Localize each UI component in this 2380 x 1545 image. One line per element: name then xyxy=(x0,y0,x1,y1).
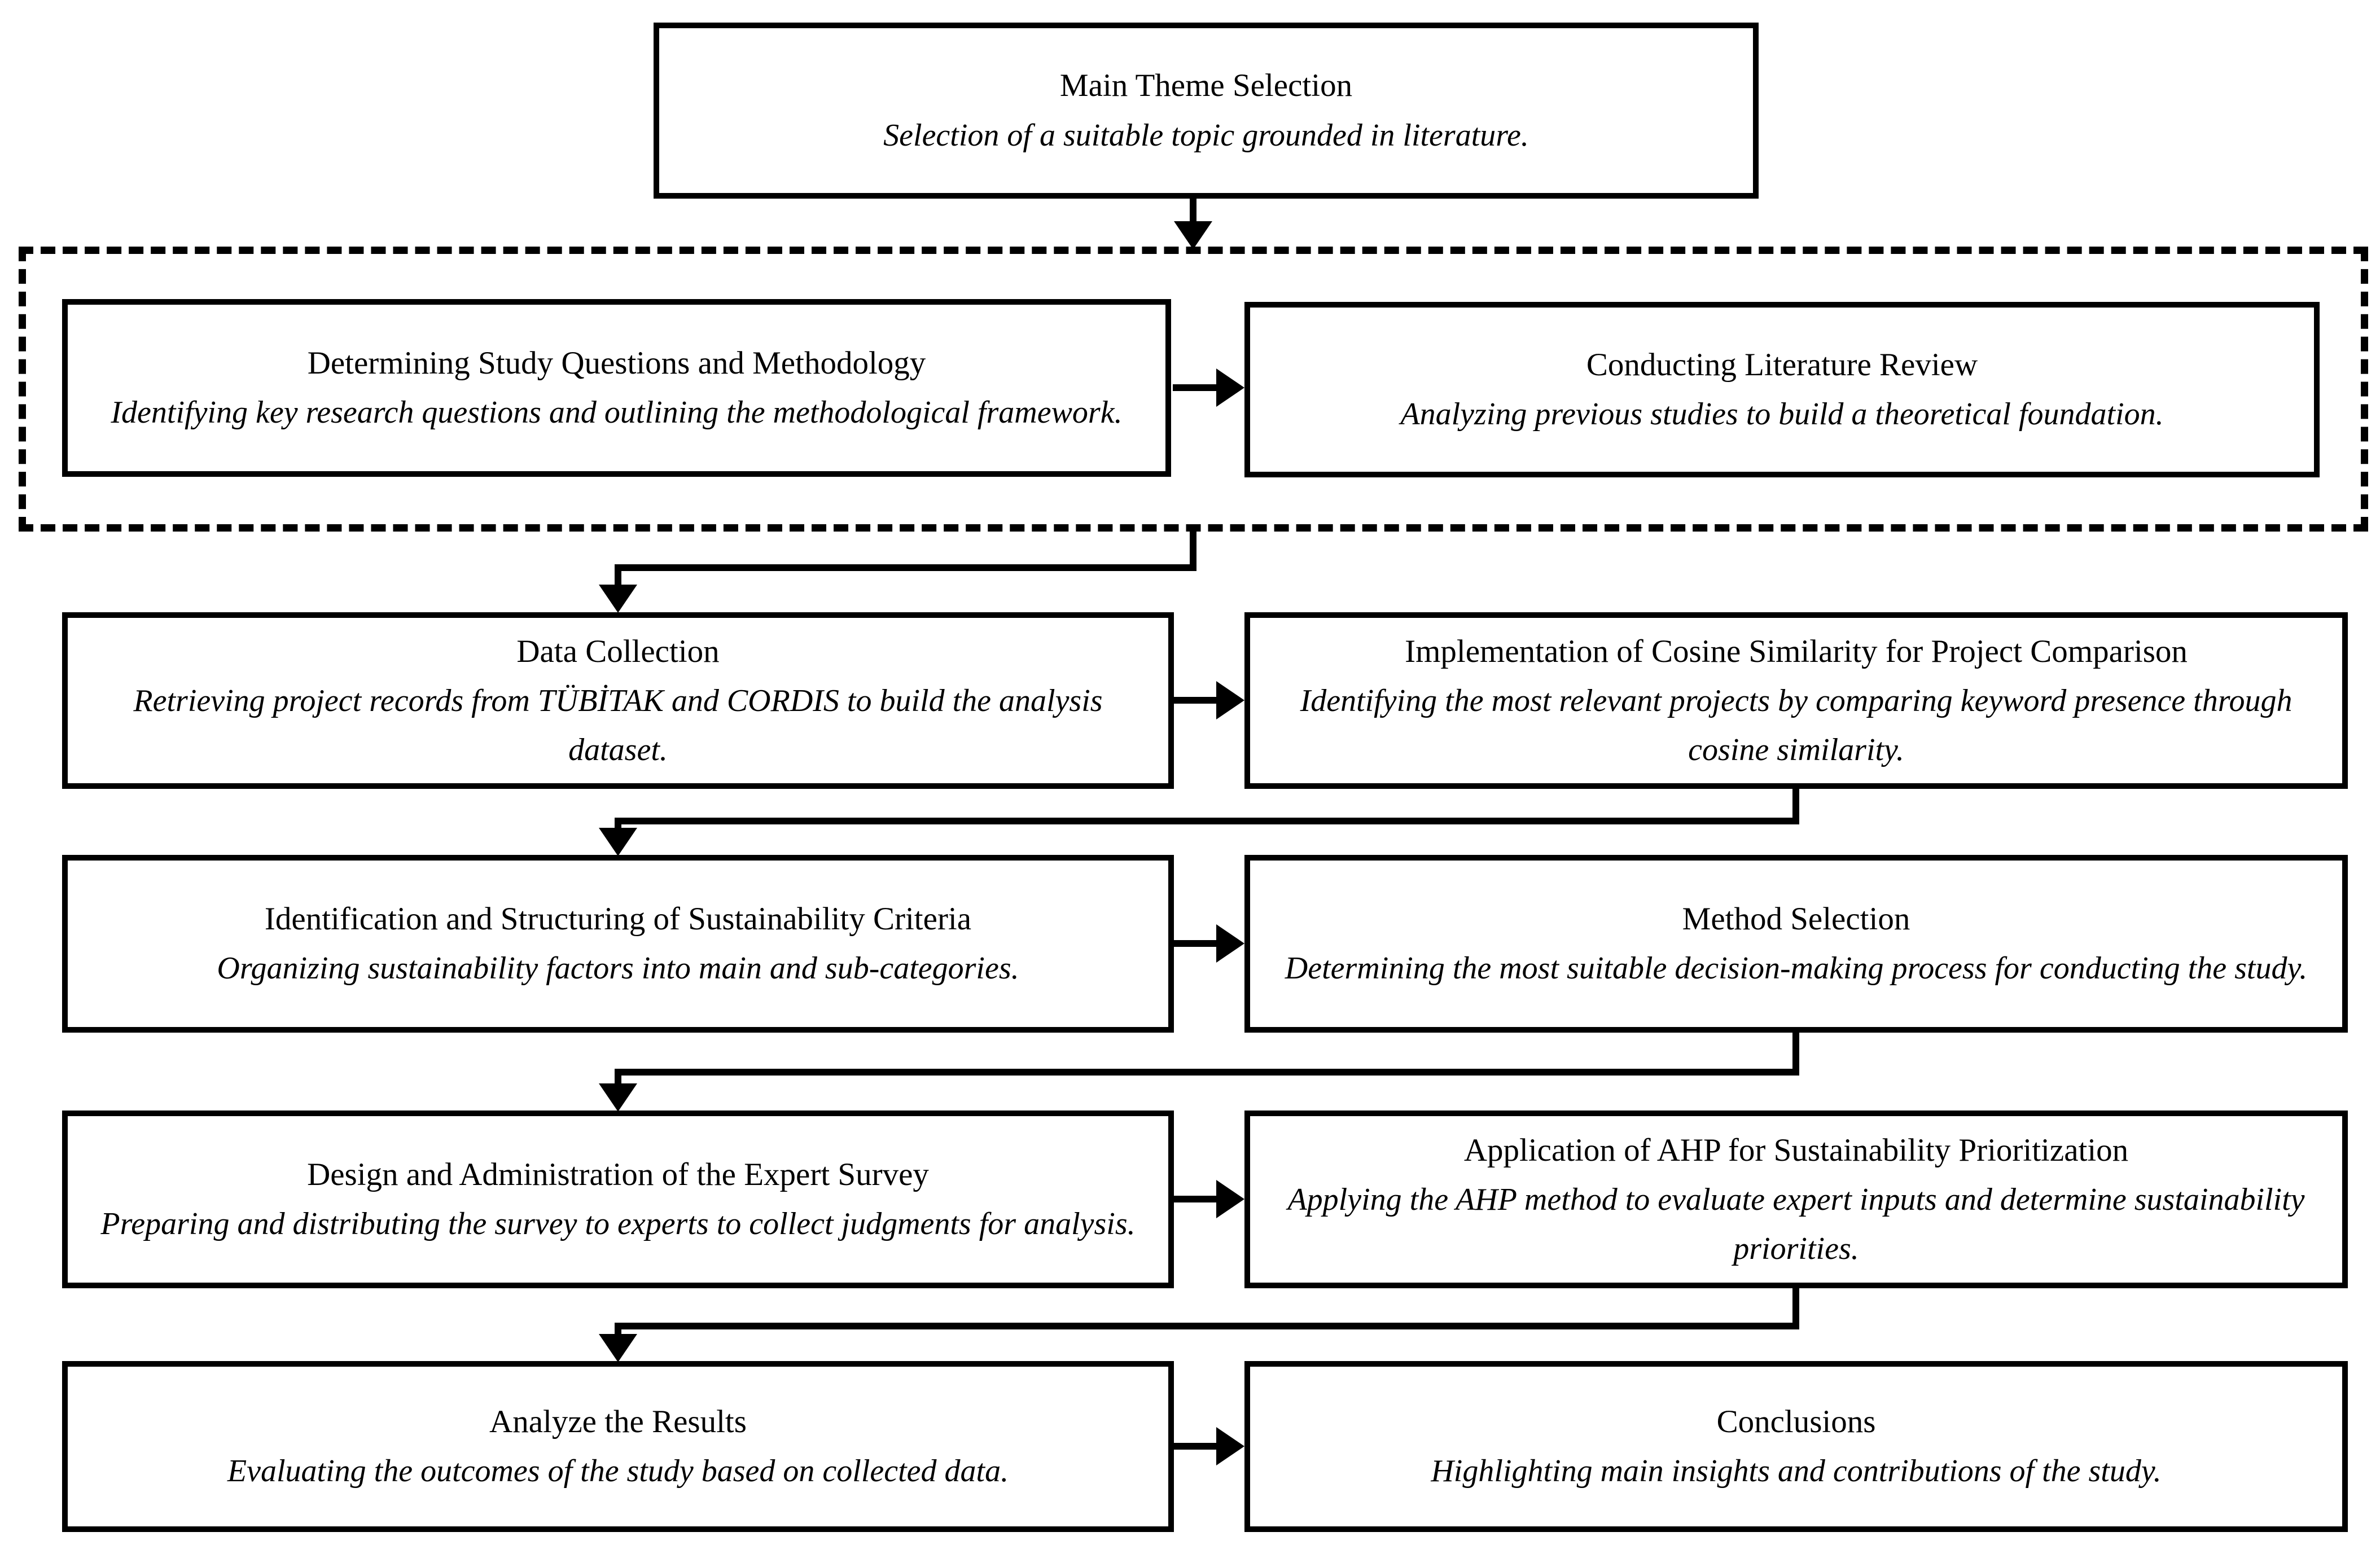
flow-box-subtitle: Preparing and distributing the survey to… xyxy=(100,1206,1136,1242)
connector-group-to-data-horizontal-line xyxy=(615,564,1196,571)
flow-box-subtitle: Identifying the most relevant projects b… xyxy=(1300,683,2293,767)
connector-method-to-survey-drop-line xyxy=(1792,1033,1799,1076)
flow-box-conclusions: Conclusions Highlighting main insights a… xyxy=(1244,1361,2348,1532)
arrow-data-to-cosine-arrowhead-icon xyxy=(1216,681,1244,719)
flow-box-analyze-results: Analyze the Results Evaluating the outco… xyxy=(62,1361,1174,1532)
flow-box-ahp-application: Application of AHP for Sustainability Pr… xyxy=(1244,1111,2348,1288)
flow-box-subtitle: Applying the AHP method to evaluate expe… xyxy=(1287,1182,2305,1266)
flow-box-title: Main Theme Selection xyxy=(1059,68,1353,104)
flow-box-subtitle: Evaluating the outcomes of the study bas… xyxy=(227,1454,1009,1489)
flow-box-main-theme: Main Theme Selection Selection of a suit… xyxy=(654,23,1759,199)
flow-box-title: Application of AHP for Sustainability Pr… xyxy=(1463,1132,2129,1168)
flow-box-subtitle: Identifying key research questions and o… xyxy=(111,395,1123,431)
connector-method-to-survey-horizontal-line xyxy=(615,1069,1799,1076)
connector-ahp-to-analyze-horizontal-line xyxy=(615,1323,1799,1329)
flow-box-study-questions: Determining Study Questions and Methodol… xyxy=(62,299,1171,477)
flow-box-title: Conducting Literature Review xyxy=(1586,346,1978,383)
flow-box-title: Identification and Structuring of Sustai… xyxy=(264,901,972,937)
arrow-study-to-literature-arrowhead-icon xyxy=(1216,368,1244,407)
dashed-group-initial-phase xyxy=(19,247,2368,532)
arrow-analyze-to-conclusions-arrowhead-icon xyxy=(1216,1427,1244,1465)
arrow-survey-to-ahp-line xyxy=(1173,1196,1218,1202)
connector-group-to-data-descent-line xyxy=(615,564,621,587)
flow-box-title: Design and Administration of the Expert … xyxy=(307,1156,929,1192)
connector-ahp-to-analyze-drop-line xyxy=(1792,1288,1799,1329)
flow-box-subtitle: Highlighting main insights and contribut… xyxy=(1431,1454,2162,1489)
arrow-criteria-to-method-line xyxy=(1173,940,1218,947)
arrow-study-to-literature-line xyxy=(1173,384,1218,391)
flow-box-cosine-similarity: Implementation of Cosine Similarity for … xyxy=(1244,612,2348,789)
flow-box-literature-review: Conducting Literature Review Analyzing p… xyxy=(1244,302,2320,477)
flow-box-expert-survey: Design and Administration of the Expert … xyxy=(62,1111,1174,1288)
connector-ahp-to-analyze-descent-line xyxy=(615,1323,621,1337)
connector-method-to-survey-arrowhead-icon xyxy=(599,1083,637,1112)
flow-box-subtitle: Analyzing previous studies to build a th… xyxy=(1400,397,2164,432)
flow-box-subtitle: Retrieving project records from TÜBİTAK … xyxy=(133,683,1103,767)
connector-ahp-to-analyze-arrowhead-icon xyxy=(599,1334,637,1362)
flow-box-subtitle: Determining the most suitable decision-m… xyxy=(1285,951,2308,986)
connector-main-to-group-line xyxy=(1190,199,1196,223)
flow-box-title: Determining Study Questions and Methodol… xyxy=(307,345,926,381)
flow-box-method-selection: Method Selection Determining the most su… xyxy=(1244,855,2348,1033)
connector-cosine-to-criteria-drop-line xyxy=(1792,789,1799,824)
arrow-data-to-cosine-line xyxy=(1173,697,1218,704)
flow-box-title: Conclusions xyxy=(1716,1403,1876,1439)
connector-cosine-to-criteria-arrowhead-icon xyxy=(599,828,637,856)
connector-method-to-survey-descent-line xyxy=(615,1069,621,1086)
flow-box-data-collection: Data Collection Retrieving project recor… xyxy=(62,612,1174,789)
flow-box-title: Data Collection xyxy=(516,633,720,669)
flow-box-subtitle: Organizing sustainability factors into m… xyxy=(217,951,1019,986)
flow-box-title: Method Selection xyxy=(1682,901,1910,937)
connector-main-to-group-arrowhead-icon xyxy=(1174,221,1212,249)
flow-box-sustainability-criteria: Identification and Structuring of Sustai… xyxy=(62,855,1174,1033)
connector-cosine-to-criteria-horizontal-line xyxy=(615,818,1799,824)
arrow-survey-to-ahp-arrowhead-icon xyxy=(1216,1180,1244,1218)
flow-box-title: Analyze the Results xyxy=(489,1403,747,1439)
flow-box-subtitle: Selection of a suitable topic grounded i… xyxy=(883,117,1529,153)
flow-box-title: Implementation of Cosine Similarity for … xyxy=(1405,633,2188,669)
arrow-analyze-to-conclusions-line xyxy=(1173,1443,1218,1450)
connector-group-to-data-drop-line xyxy=(1190,532,1196,568)
arrow-criteria-to-method-arrowhead-icon xyxy=(1216,924,1244,963)
connector-group-to-data-arrowhead-icon xyxy=(599,585,637,613)
